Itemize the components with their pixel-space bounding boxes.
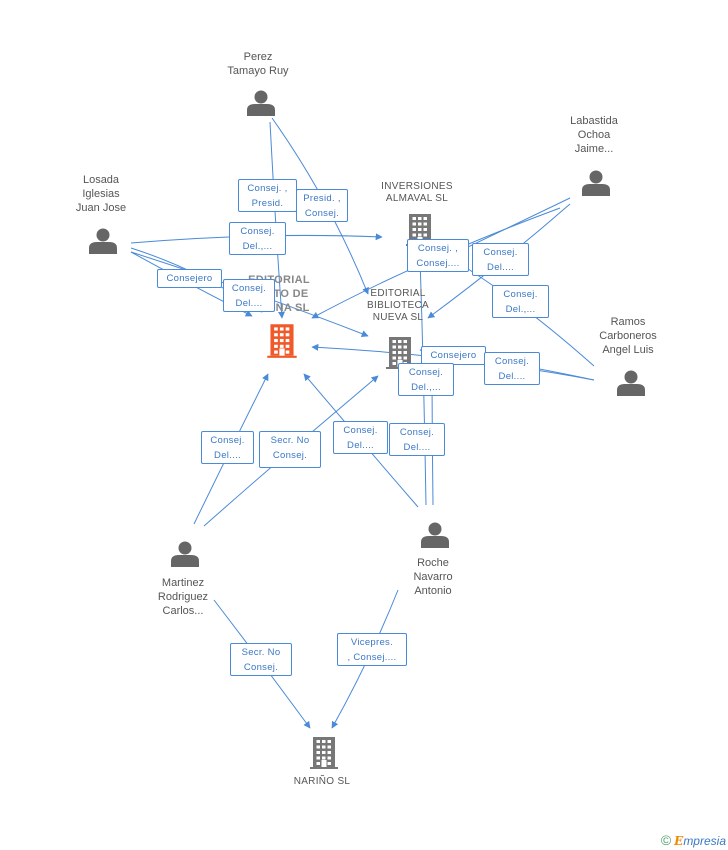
relation-label-r16[interactable]: Secr. No Consej. (230, 643, 292, 676)
edge-line (269, 121, 286, 319)
person-label-ramos: Ramos Carboneros Angel Luis (599, 316, 657, 356)
relation-label-r14[interactable]: Consej. Del.... (333, 421, 388, 454)
brand-initial: E (674, 834, 684, 848)
person-icon[interactable] (421, 522, 449, 549)
building-icon[interactable] (267, 324, 297, 358)
person-label-perez: Perez Tamayo Ruy (227, 51, 289, 77)
person-icon[interactable] (171, 541, 199, 568)
building-icon[interactable] (310, 737, 338, 769)
copyright-symbol: © (660, 832, 672, 848)
company-label-narino: NARIÑO SL (293, 776, 351, 787)
person-icon[interactable] (89, 228, 117, 255)
relation-label-r8[interactable]: Consej. Del.,... (492, 285, 549, 318)
relation-label-r12[interactable]: Consej. Del.... (201, 431, 254, 464)
relation-label-r4[interactable]: Consejero (157, 269, 222, 288)
person-label-labastida: Labastida Ochoa Jaime... (570, 115, 618, 155)
relation-label-r15[interactable]: Consej. Del.... (389, 423, 445, 456)
relation-label-r3[interactable]: Consej. Del.,... (229, 222, 286, 255)
relation-label-r2[interactable]: Presid. , Consej. (296, 189, 348, 222)
person-label-roche: Roche Navarro Antonio (413, 557, 453, 597)
relation-label-r11[interactable]: Consej. Del.,... (398, 363, 454, 396)
brand-name: mpresia (683, 834, 726, 848)
nodes-layer (89, 90, 645, 769)
company-label-inversiones: INVERSIONES ALMAVAL SL (381, 181, 453, 204)
person-icon[interactable] (617, 370, 645, 397)
relation-label-r7[interactable]: Consej. Del.... (472, 243, 529, 276)
company-label-editorial_biblioteca: EDITORIAL BIBLIOTECA NUEVA SL (367, 288, 429, 323)
relation-label-r13[interactable]: Secr. No Consej. (259, 431, 321, 468)
relation-label-r1[interactable]: Consej. , Presid. (238, 179, 297, 212)
footer-brand[interactable]: ©Empresia (661, 832, 726, 848)
relation-label-r6[interactable]: Consej. , Consej.... (407, 239, 469, 272)
person-label-losada: Losada Iglesias Juan Jose (75, 174, 127, 214)
person-icon[interactable] (582, 170, 610, 197)
relation-label-r17[interactable]: Vicepres. , Consej.... (337, 633, 407, 666)
person-icon[interactable] (247, 90, 275, 117)
person-label-martinez: Martinez Rodriguez Carlos... (157, 577, 209, 617)
relation-label-r10[interactable]: Consej. Del.... (484, 352, 540, 385)
relation-label-r5[interactable]: Consej. Del.... (223, 279, 275, 312)
